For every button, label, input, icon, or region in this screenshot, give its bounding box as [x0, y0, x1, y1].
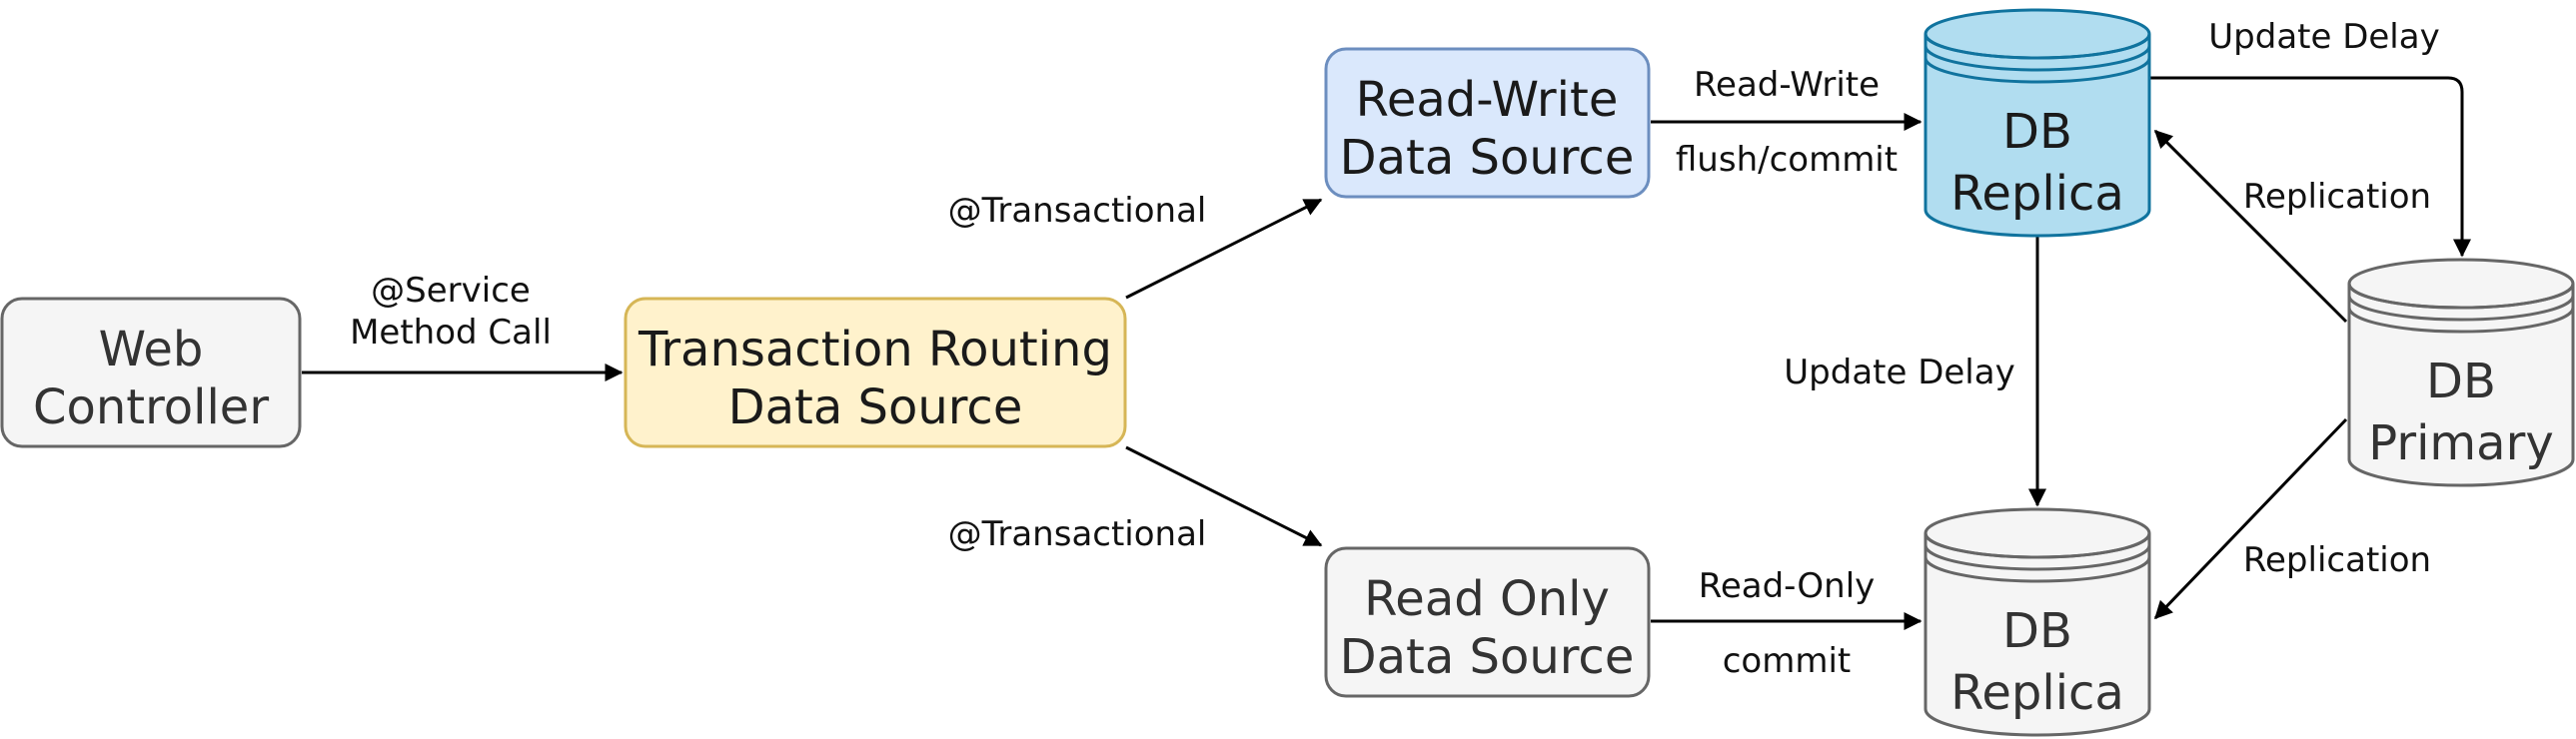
ro-ds-label-line1: Read Only [1364, 571, 1610, 627]
node-read-write-data-source: Read-Write Data Source [1324, 47, 1651, 199]
database-cylinder-icon [1924, 507, 2151, 737]
routing-ds-label-line1: Transaction Routing [638, 322, 1112, 377]
rw-ds-label-line1: Read-Write [1356, 72, 1619, 128]
database-cylinder-icon [2347, 258, 2575, 487]
web-controller-box [0, 297, 302, 448]
routing-ds-label-line2: Data Source [728, 379, 1023, 435]
edge-update-delay-top [2150, 76, 2471, 258]
label-replication-top: Replication [2243, 177, 2431, 217]
routing-ds-box [624, 297, 1127, 448]
db-replica-top-label-line1: DB [2002, 104, 2072, 160]
db-primary-label-line2: Primary [2368, 415, 2553, 471]
rw-ds-box [1324, 47, 1651, 199]
ro-ds-box [1324, 546, 1651, 698]
label-service-call-line1: @Service [371, 271, 531, 311]
node-transaction-routing-data-source: Transaction Routing Data Source [624, 297, 1127, 448]
edge-transactional-bottom [1125, 445, 1323, 547]
db-replica-top-label-line2: Replica [1950, 166, 2124, 222]
label-flush-commit: flush/commit [1676, 140, 1898, 180]
node-read-only-data-source: Read Only Data Source [1324, 546, 1651, 698]
node-db-primary: DB Primary [2347, 258, 2575, 487]
edge-labels: @Service Method Call @Transactional @Tra… [350, 17, 2440, 681]
web-controller-label-line1: Web [99, 322, 204, 377]
label-transactional-top: @Transactional [948, 191, 1207, 231]
label-commit: commit [1723, 641, 1852, 681]
label-read-write: Read-Write [1694, 65, 1880, 105]
ro-ds-label-line2: Data Source [1340, 629, 1635, 685]
node-db-replica-bottom: DB Replica [1924, 507, 2151, 737]
node-web-controller: Web Controller [0, 297, 302, 448]
label-update-delay-top: Update Delay [2208, 17, 2439, 57]
edge-replication-bottom [2153, 417, 2348, 620]
db-replica-bottom-label-line2: Replica [1950, 665, 2124, 721]
db-primary-label-line1: DB [2426, 354, 2496, 409]
node-db-replica-top: DB Replica [1924, 8, 2151, 238]
label-transactional-bottom: @Transactional [948, 514, 1207, 554]
label-replication-bottom: Replication [2243, 540, 2431, 580]
edge-transactional-top [1125, 198, 1323, 300]
web-controller-label-line2: Controller [33, 379, 269, 435]
database-cylinder-icon [1924, 8, 2151, 238]
label-update-delay-mid: Update Delay [1784, 353, 2014, 392]
label-read-only: Read-Only [1699, 566, 1876, 606]
rw-ds-label-line2: Data Source [1340, 130, 1635, 186]
edge-replication-top [2153, 129, 2348, 324]
db-replica-bottom-label-line1: DB [2002, 603, 2072, 659]
edges [302, 76, 2471, 630]
label-service-call-line2: Method Call [350, 313, 552, 353]
